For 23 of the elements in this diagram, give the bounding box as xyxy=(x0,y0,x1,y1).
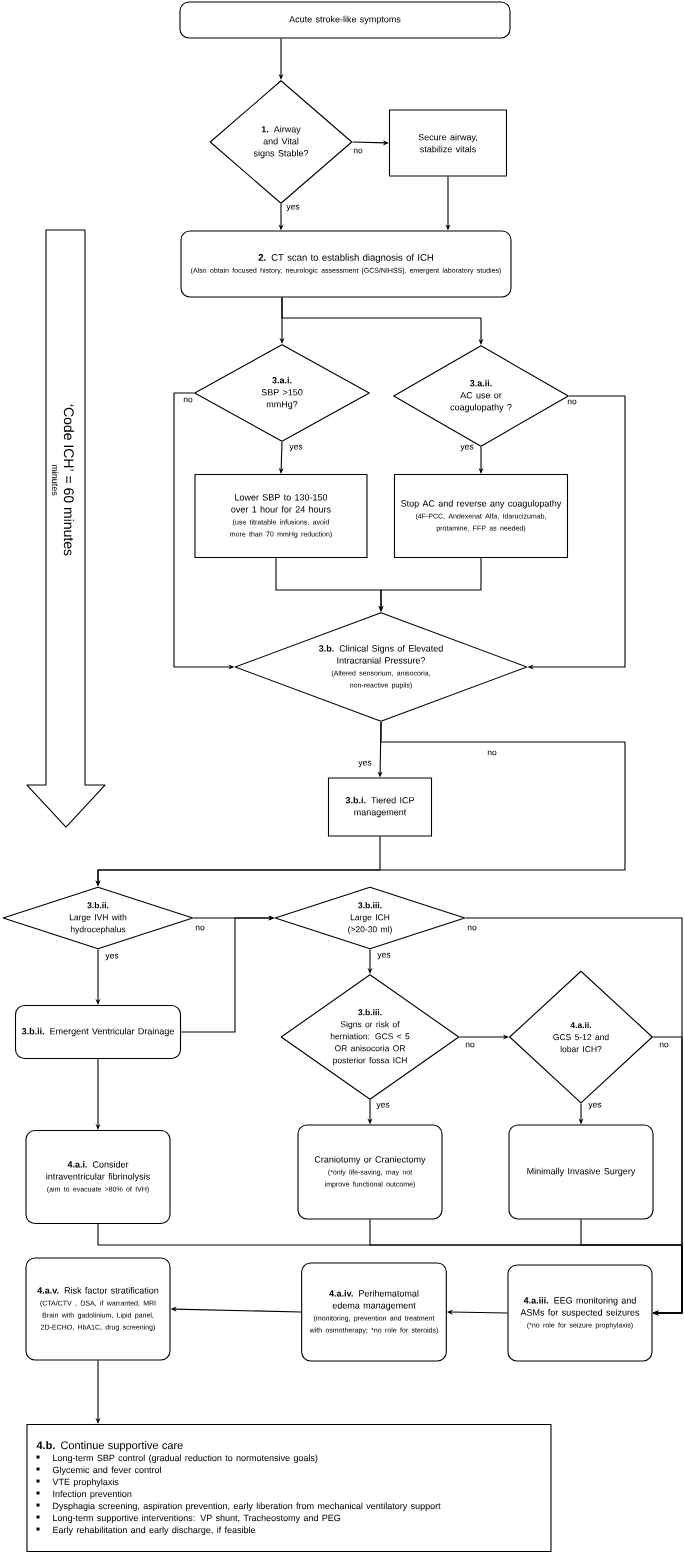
care-list-box: 4.b. Continue supportive care Long-term SBP control (gradual reduction to normotensive goals) Glycemic and fever control VTE prophylaxis Infection prevention Dysphagia screening, aspiration prevention, early liberation from mechanical ventilatory support Long-term supportive interventions: VP shunt, Tracheostomy and PEG Early rehabilitation and early discharge, if feasible xyxy=(26,1423,552,1553)
edge-label: no xyxy=(486,749,498,757)
process-box: 3.b.ii. Emergent Ventricular Drainage xyxy=(14,1004,182,1060)
edge-label: no xyxy=(182,396,194,404)
arrow xyxy=(281,297,484,345)
edge-label: no xyxy=(194,924,206,932)
edge-label: yes xyxy=(357,759,373,769)
edge-label: yes xyxy=(104,952,120,962)
edge-label: yes xyxy=(375,1101,391,1111)
edge-label: no xyxy=(658,1041,670,1049)
edge-label: yes xyxy=(376,951,392,961)
process-box: 3.b.i. Tiered ICP management xyxy=(327,777,433,837)
edge-label: yes xyxy=(288,443,304,453)
process-box: Secure airway, stabilize vitals xyxy=(388,109,508,177)
edge-label: yes xyxy=(285,203,301,213)
process-box: Minimally Invasive Surgery xyxy=(508,1124,654,1220)
edge-label: no xyxy=(466,924,478,932)
edge-label: no xyxy=(352,147,364,155)
edge-label: no xyxy=(464,1041,476,1049)
edge-label: yes xyxy=(587,1101,603,1111)
process-box: Acute stroke-like symptoms xyxy=(179,1,511,39)
edge-label: no xyxy=(566,398,578,406)
arrow xyxy=(580,1219,683,1316)
